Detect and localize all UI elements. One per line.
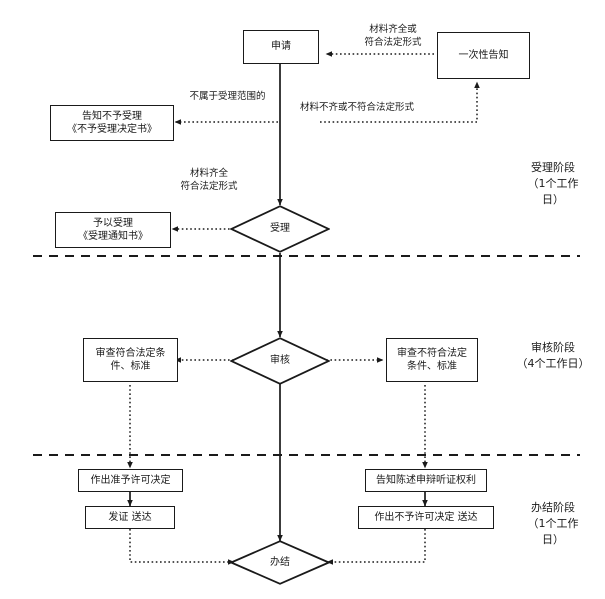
node-deny-license-label: 作出不予许可决定 送达 <box>374 511 478 523</box>
edge-deny-to-complete <box>326 529 426 565</box>
node-issue-deliver-label: 发证 送达 <box>108 511 152 523</box>
node-grant-license[interactable]: 作出准予许可决定 <box>78 469 183 492</box>
node-complete-label: 办结 <box>270 556 290 568</box>
node-apply-label: 申请 <box>271 41 291 53</box>
edge-label-materials-incomplete: 材料不齐或不符合法定形式 <box>300 102 415 113</box>
review-diamond-shape <box>230 337 330 385</box>
node-notify-rights[interactable]: 告知陈述申辩听证权利 <box>365 469 487 492</box>
node-review-conform-label: 审查符合法定条 件、标准 <box>95 347 166 373</box>
node-review-not-conform-label: 审查不符合法定 条件、标准 <box>397 347 467 373</box>
stage-label-completion: 办结阶段 （1个工作 日） <box>527 501 579 546</box>
edge-label-not-in-scope: 不属于受理范围的 <box>189 91 266 102</box>
edge-label-materials-complete: 材料齐全 符合法定形式 <box>180 168 238 193</box>
node-notice-no-accept[interactable]: 告知不予受理 《不予受理决定书》 <box>50 105 174 141</box>
node-grant-accept[interactable]: 予以受理 《受理通知书》 <box>55 212 171 248</box>
stage-label-review: 审核阶段 （4个工作日） <box>516 341 590 370</box>
node-grant-license-label: 作出准予许可决定 <box>90 474 171 486</box>
node-issue-deliver[interactable]: 发证 送达 <box>85 506 175 529</box>
node-complete[interactable]: 办结 <box>230 540 330 585</box>
edge-issue-to-complete <box>129 529 235 565</box>
node-one-time-notice-label: 一次性告知 <box>458 49 509 61</box>
node-review-not-conform[interactable]: 审查不符合法定 条件、标准 <box>386 338 478 382</box>
complete-diamond-shape <box>230 540 330 585</box>
node-review-conform[interactable]: 审查符合法定条 件、标准 <box>83 338 178 382</box>
node-review[interactable]: 审核 <box>230 337 330 385</box>
node-apply[interactable]: 申请 <box>243 30 319 64</box>
node-notify-rights-label: 告知陈述申辩听证权利 <box>376 474 476 486</box>
accept-diamond-shape <box>230 205 330 253</box>
node-accept-label: 受理 <box>270 223 290 234</box>
node-notice-no-accept-label: 告知不予受理 《不予受理决定书》 <box>67 110 157 136</box>
edge-label-materials-complete-or: 材料齐全或 符合法定形式 <box>364 24 422 49</box>
node-review-label: 审核 <box>270 355 290 366</box>
node-one-time-notice[interactable]: 一次性告知 <box>437 32 530 79</box>
node-accept[interactable]: 受理 <box>230 205 330 253</box>
stage-label-acceptance: 受理阶段 （1个工作 日） <box>527 161 579 206</box>
node-deny-license[interactable]: 作出不予许可决定 送达 <box>358 506 494 529</box>
node-grant-accept-label: 予以受理 《受理通知书》 <box>78 217 148 243</box>
